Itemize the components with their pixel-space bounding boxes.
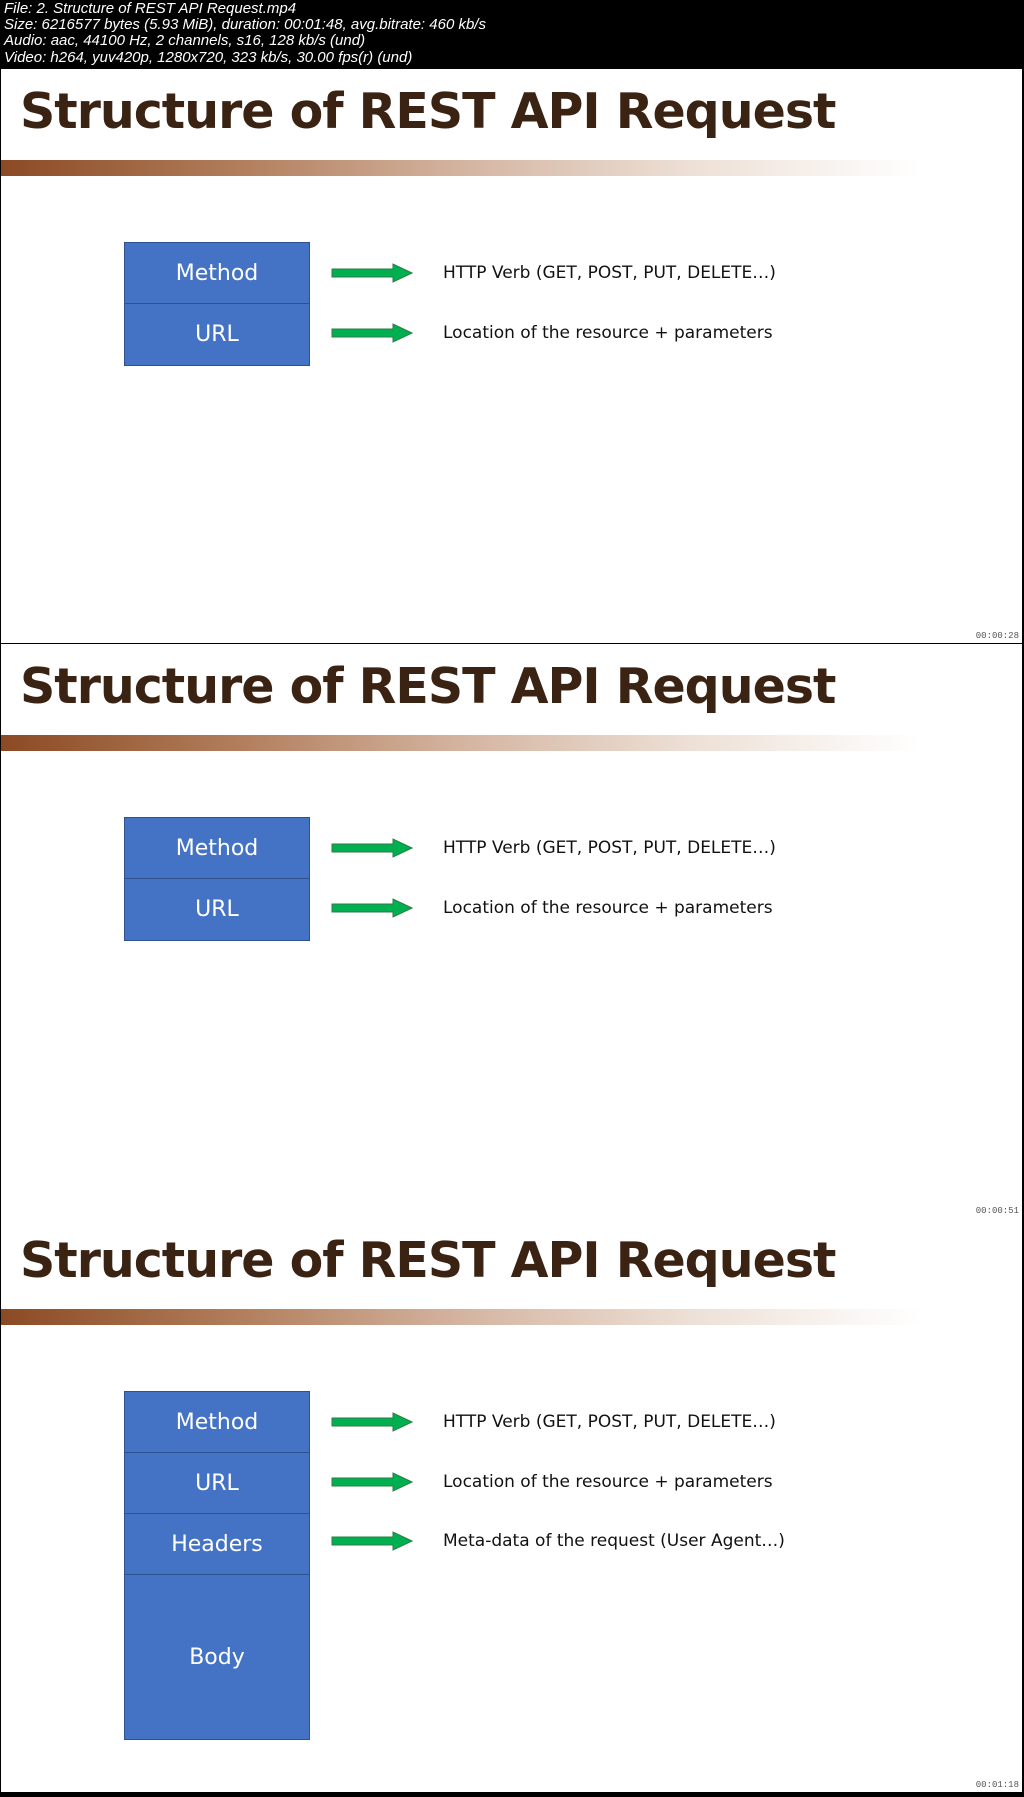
method-description-row: HTTP Verb (GET, POST, PUT, DELETE…) [331, 258, 776, 288]
method-description: HTTP Verb (GET, POST, PUT, DELETE…) [443, 263, 776, 283]
method-block: Method [125, 243, 309, 304]
request-structure-stack: Method URL Headers Body [124, 1391, 310, 1740]
right-arrow-icon [331, 898, 413, 918]
slide-title: Structure of REST API Request [20, 1232, 836, 1289]
slide-title: Structure of REST API Request [20, 658, 836, 715]
url-description: Location of the resource + parameters [443, 1472, 773, 1492]
url-description-row: Location of the resource + parameters [331, 1467, 773, 1497]
right-arrow-icon [331, 1531, 413, 1551]
title-gradient-rule [1, 160, 921, 176]
frame-timestamp: 00:01:18 [974, 1780, 1020, 1790]
title-gradient-rule [1, 1309, 921, 1325]
headers-description-row: Meta-data of the request (User Agent…) [331, 1526, 785, 1556]
headers-description: Meta-data of the request (User Agent…) [443, 1531, 785, 1551]
body-block: Body [189, 1644, 245, 1670]
headers-block: Headers [125, 1514, 309, 1575]
method-block: Method [125, 1392, 309, 1453]
url-description-row: Location of the resource + parameters [331, 893, 773, 923]
video-info-header: File: 2. Structure of REST API Request.m… [0, 0, 1024, 66]
file-info: File: 2. Structure of REST API Request.m… [4, 0, 297, 17]
right-arrow-icon [331, 263, 413, 283]
method-description: HTTP Verb (GET, POST, PUT, DELETE…) [443, 838, 776, 858]
title-gradient-rule [1, 735, 921, 751]
right-arrow-icon [331, 1412, 413, 1432]
right-arrow-icon [331, 323, 413, 343]
right-arrow-icon [331, 838, 413, 858]
right-arrow-icon [331, 1472, 413, 1492]
frame-timestamp: 00:00:28 [974, 631, 1020, 641]
url-block: URL [195, 322, 239, 347]
size-info: Size: 6216577 bytes (5.93 MiB), duration… [4, 16, 486, 34]
video-frame-1: Structure of REST API Request Method URL… [1, 69, 1022, 643]
url-description: Location of the resource + parameters [443, 898, 773, 918]
url-block: URL [125, 1453, 309, 1514]
video-frame-2: Structure of REST API Request Method URL… [1, 644, 1022, 1218]
url-description: Location of the resource + parameters [443, 323, 773, 343]
method-description: HTTP Verb (GET, POST, PUT, DELETE…) [443, 1412, 776, 1432]
request-structure-stack: Method URL [124, 817, 310, 941]
video-info: Video: h264, yuv420p, 1280x720, 323 kb/s… [4, 48, 413, 66]
audio-info: Audio: aac, 44100 Hz, 2 channels, s16, 1… [4, 32, 366, 50]
slide-title: Structure of REST API Request [20, 83, 836, 140]
frame-timestamp: 00:00:51 [974, 1206, 1020, 1216]
url-block: URL [195, 897, 239, 922]
request-structure-stack: Method URL [124, 242, 310, 366]
method-description-row: HTTP Verb (GET, POST, PUT, DELETE…) [331, 833, 776, 863]
video-frame-3: Structure of REST API Request Method URL… [1, 1218, 1022, 1792]
method-description-row: HTTP Verb (GET, POST, PUT, DELETE…) [331, 1407, 776, 1437]
method-block: Method [125, 818, 309, 879]
url-description-row: Location of the resource + parameters [331, 318, 773, 348]
